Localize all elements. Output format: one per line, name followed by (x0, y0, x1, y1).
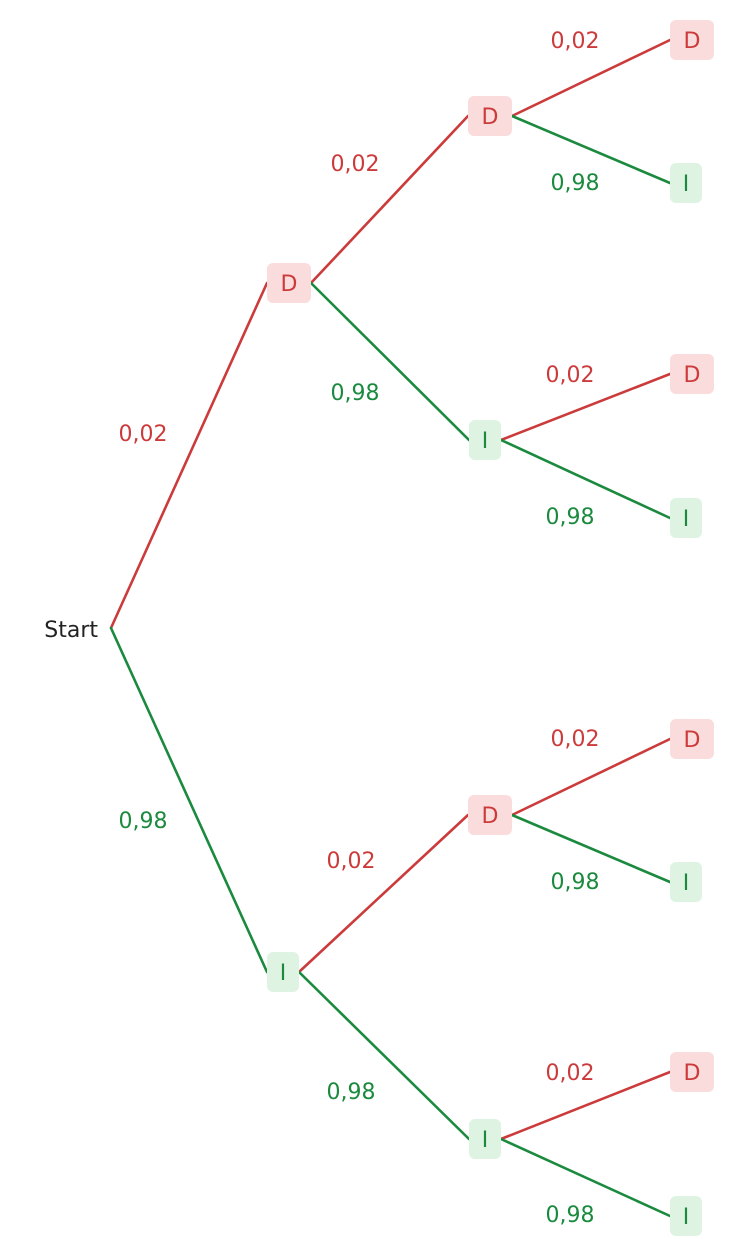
edge-start-to-l1-1 (109, 626, 269, 974)
prob-label-l1-0: 0,02 (119, 422, 168, 447)
node-l3-2-text: D (684, 363, 701, 388)
node-l3-0-box (670, 20, 714, 60)
edge-l2-to-l3-2 (499, 372, 672, 442)
edge-l1-to-l2-0 (309, 114, 470, 285)
edge-l2-to-l3-7 (499, 1137, 672, 1218)
node-l2-2: D (468, 795, 512, 835)
node-l2-1-box (469, 420, 501, 460)
edge-l1-to-l2-2 (297, 813, 470, 974)
node-l2-0-box (468, 96, 512, 136)
node-l3-7: I (670, 1196, 702, 1236)
node-l3-3-text: I (683, 507, 690, 532)
prob-label-l3-2: 0,02 (546, 363, 595, 388)
prob-label-l3-5: 0,98 (551, 870, 600, 895)
prob-label-l3-3: 0,98 (546, 505, 595, 530)
node-l3-5-text: I (683, 871, 690, 896)
edge-l2-to-l3-6 (499, 1070, 672, 1141)
node-l1-1-text: I (280, 961, 287, 986)
node-l3-4-box (670, 719, 714, 759)
edge-start-to-l1-0 (109, 281, 269, 630)
edge-l2-to-l3-1 (510, 114, 672, 185)
node-l3-5-box (670, 862, 702, 902)
prob-label-l2-0: 0,02 (331, 152, 380, 177)
node-l3-6-text: D (684, 1061, 701, 1086)
edge-l2-to-l3-0 (510, 38, 672, 118)
prob-label-l1-1: 0,98 (119, 809, 168, 834)
node-l2-0-text: D (482, 105, 499, 130)
node-l3-0-text: D (684, 29, 701, 54)
node-l3-5: I (670, 862, 702, 902)
probability-labels: 0,02 0,98 0,02 0,98 0,02 0,98 0,02 0,98 0,02 0,98… (119, 29, 600, 1228)
node-l3-6-box (670, 1052, 714, 1092)
edge-l2-to-l3-3 (499, 438, 672, 520)
prob-label-l2-2: 0,02 (327, 849, 376, 874)
node-l2-3: I (469, 1119, 501, 1159)
node-l3-3-box (670, 498, 702, 538)
start-label: Start (44, 618, 98, 643)
node-l3-0: D (670, 20, 714, 60)
node-l3-1: I (670, 163, 702, 203)
node-l2-3-text: I (482, 1128, 489, 1153)
node-l2-1-text: I (482, 429, 489, 454)
node-l3-3: I (670, 498, 702, 538)
node-l3-2-box (670, 354, 714, 394)
node-l3-7-box (670, 1196, 702, 1236)
prob-label-l3-6: 0,02 (546, 1061, 595, 1086)
edge-l1-to-l2-3 (297, 970, 471, 1141)
node-l3-4-text: D (684, 728, 701, 753)
node-l1-1: I (267, 952, 299, 992)
edge-l2-to-l3-5 (510, 813, 672, 884)
tree-nodes: Start D I D I D I D I D I D I D I (44, 20, 714, 1236)
node-l3-4: D (670, 719, 714, 759)
node-l2-0: D (468, 96, 512, 136)
node-l1-0: D (267, 263, 311, 303)
prob-label-l2-3: 0,98 (327, 1080, 376, 1105)
prob-label-l3-7: 0,98 (546, 1203, 595, 1228)
node-l1-0-box (267, 263, 311, 303)
edge-l1-to-l2-1 (309, 281, 471, 442)
prob-label-l2-1: 0,98 (331, 381, 380, 406)
prob-label-l3-0: 0,02 (551, 29, 600, 54)
node-l2-1: I (469, 420, 501, 460)
node-l2-3-box (469, 1119, 501, 1159)
prob-label-l3-4: 0,02 (551, 727, 600, 752)
node-l3-6: D (670, 1052, 714, 1092)
node-l1-1-box (267, 952, 299, 992)
node-l3-2: D (670, 354, 714, 394)
tree-edges (109, 38, 672, 1218)
node-l2-2-text: D (482, 804, 499, 829)
edge-l2-to-l3-4 (510, 737, 672, 817)
node-l1-0-text: D (281, 272, 298, 297)
node-l3-1-box (670, 163, 702, 203)
node-l3-7-text: I (683, 1205, 690, 1230)
node-l3-1-text: I (683, 172, 690, 197)
node-l2-2-box (468, 795, 512, 835)
prob-label-l3-1: 0,98 (551, 171, 600, 196)
